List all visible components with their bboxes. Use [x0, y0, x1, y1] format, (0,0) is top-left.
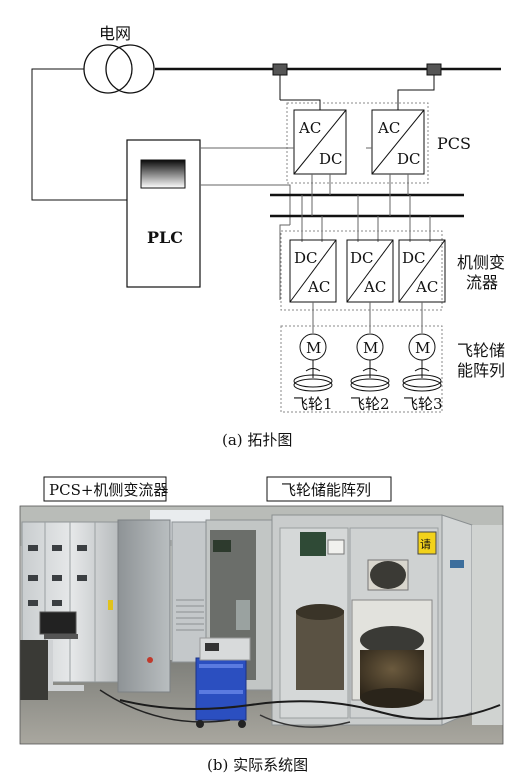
dc-label: DC [294, 249, 318, 267]
caption-topology: (a) 拓扑图 [222, 431, 292, 449]
grid-feed-line [31, 68, 127, 201]
grid-label: 电网 [99, 24, 131, 43]
machine-converter-2: DC AC [346, 239, 394, 303]
flywheel-disk-icon [350, 378, 390, 392]
dc-label: DC [350, 249, 374, 267]
dc-label: DC [397, 150, 421, 168]
pcs-group-box [286, 102, 429, 184]
system-photo: 请 [19, 505, 504, 745]
ac-label: AC [298, 119, 321, 137]
transformer-icon [83, 44, 155, 94]
breaker-icon [426, 63, 442, 76]
plc-unit: PLC [126, 139, 201, 288]
rotation-arrow-icon [414, 368, 430, 372]
machine-converter-3: DC AC [398, 239, 446, 303]
photo-label-left: PCS+机侧变流器 [49, 481, 168, 499]
dc-label: DC [402, 249, 426, 267]
pcs-converter-1: AC DC [293, 109, 347, 175]
flywheel-unit-2: M 飞轮2 [350, 333, 390, 413]
flywheel-array-box [280, 325, 443, 413]
topology-diagram: 电网 PCS AC DC AC DC [31, 24, 505, 413]
flywheel-label: 飞轮1 [293, 395, 333, 413]
pcs-label: PCS [437, 134, 471, 153]
ac-label: AC [307, 278, 330, 296]
flywheel-array-label: 飞轮储 [457, 341, 505, 360]
rotation-arrow-icon [362, 368, 378, 372]
motor-label: M [415, 339, 430, 357]
ac-label: AC [415, 278, 438, 296]
pcs-converter-2: AC DC [371, 109, 425, 175]
dc-label: DC [319, 150, 343, 168]
photo-labels: PCS+机侧变流器 飞轮储能阵列 [43, 476, 392, 502]
machine-converter-1: DC AC [289, 239, 337, 303]
flywheel-label: 飞轮2 [350, 395, 390, 413]
breaker-icon [272, 63, 288, 76]
ac-label: AC [377, 119, 400, 137]
plc-label: PLC [147, 228, 183, 247]
flywheel-unit-3: M 飞轮3 [402, 333, 443, 413]
rotation-arrow-icon [305, 368, 321, 372]
flywheel-unit-1: M 飞轮1 [293, 333, 333, 413]
motor-label: M [363, 339, 378, 357]
warning-sign: 请 [420, 538, 431, 551]
photo-label-right: 飞轮储能阵列 [281, 481, 371, 499]
flywheel-disk-icon [293, 378, 333, 392]
converter-group-label: 流器 [466, 273, 498, 292]
flywheel-array-label: 能阵列 [457, 361, 505, 380]
caption-photo: (b) 实际系统图 [207, 756, 308, 774]
motor-label: M [306, 339, 321, 357]
converter-group-box [280, 230, 443, 311]
converter-group-label: 机侧变 [457, 253, 505, 272]
plc-screen-icon [140, 159, 186, 189]
ac-label: AC [363, 278, 386, 296]
flywheel-label: 飞轮3 [403, 395, 443, 413]
flywheel-disk-icon [402, 378, 442, 392]
